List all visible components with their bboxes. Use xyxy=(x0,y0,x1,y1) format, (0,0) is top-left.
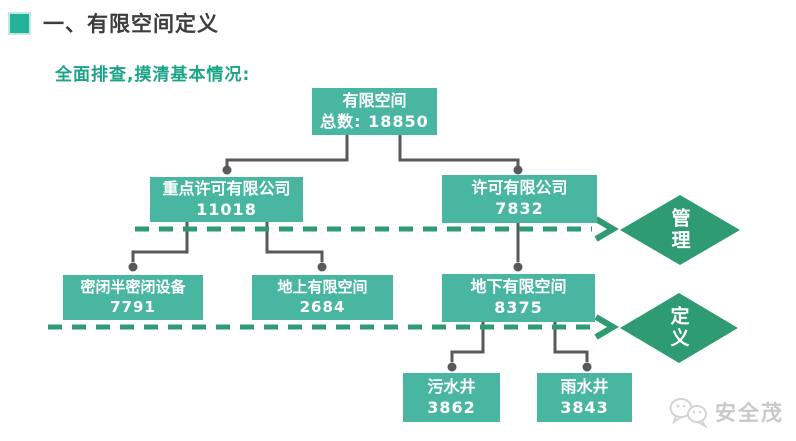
connector-total-to-permit xyxy=(398,135,520,166)
node-total: 有限空间 总数: 18850 xyxy=(312,88,437,135)
watermark: 安全茂 xyxy=(668,395,784,429)
node-total-label: 有限空间 xyxy=(342,90,407,110)
node-underground-label: 地下有限空间 xyxy=(470,277,567,297)
dashed-arrows xyxy=(48,216,619,340)
node-rain-well-value: 3843 xyxy=(560,397,609,417)
node-enclosed-value: 7791 xyxy=(110,297,156,316)
diamond-define-label: 定义 xyxy=(667,306,690,350)
dot-keypermit xyxy=(222,165,232,175)
node-enclosed-label: 密闭半密闭设备 xyxy=(80,278,186,296)
dot-above xyxy=(317,262,327,272)
node-sewage-well: 污水井 3862 xyxy=(403,373,500,422)
dot-sewage xyxy=(447,362,457,372)
section-subtitle: 全面排查,摸清基本情况: xyxy=(55,65,251,85)
dot-enclosed xyxy=(128,262,138,272)
page-header: 一、有限空间定义 xyxy=(8,8,219,38)
node-above-ground: 地上有限空间 2684 xyxy=(252,275,393,320)
dot-under xyxy=(513,262,523,272)
connector-total-to-keypermit xyxy=(225,135,349,166)
node-permit: 许可有限公司 7832 xyxy=(442,175,597,223)
node-sewage-well-value: 3862 xyxy=(427,397,476,417)
arrowhead-define xyxy=(594,314,619,340)
node-total-value: 总数: 18850 xyxy=(320,111,429,131)
connector-keypermit-to-enclosed xyxy=(131,222,189,262)
node-permit-label: 许可有限公司 xyxy=(471,178,568,198)
dot-permit xyxy=(513,165,523,175)
chat-bubbles-icon xyxy=(669,398,708,429)
node-enclosed: 密闭半密闭设备 7791 xyxy=(63,275,203,320)
node-above-ground-label: 地上有限空间 xyxy=(277,278,368,296)
node-underground-value: 8375 xyxy=(494,298,543,317)
node-permit-value: 7832 xyxy=(495,199,544,218)
node-key-permit-label: 重点许可有限公司 xyxy=(162,178,291,198)
page-title: 一、有限空间定义 xyxy=(43,12,219,36)
node-above-ground-value: 2684 xyxy=(299,297,346,316)
arrowhead-manage xyxy=(594,216,619,242)
title-bullet-square xyxy=(8,11,31,35)
node-rain-well-label: 雨水井 xyxy=(560,376,609,396)
connector-keypermit-to-above xyxy=(265,222,324,262)
node-rain-well: 雨水井 3843 xyxy=(537,373,632,422)
connector-dots xyxy=(128,165,592,372)
node-key-permit: 重点许可有限公司 11018 xyxy=(150,177,303,222)
dot-rain xyxy=(582,362,592,372)
node-key-permit-value: 11018 xyxy=(196,199,257,219)
tree-connectors xyxy=(131,135,589,362)
node-sewage-well-label: 污水井 xyxy=(427,376,476,396)
diamond-manage-label: 管理 xyxy=(668,208,691,252)
connector-under-to-rain xyxy=(553,322,589,362)
connector-under-to-sewage xyxy=(450,322,485,362)
node-underground: 地下有限空间 8375 xyxy=(442,274,595,322)
watermark-text: 安全茂 xyxy=(715,401,784,425)
